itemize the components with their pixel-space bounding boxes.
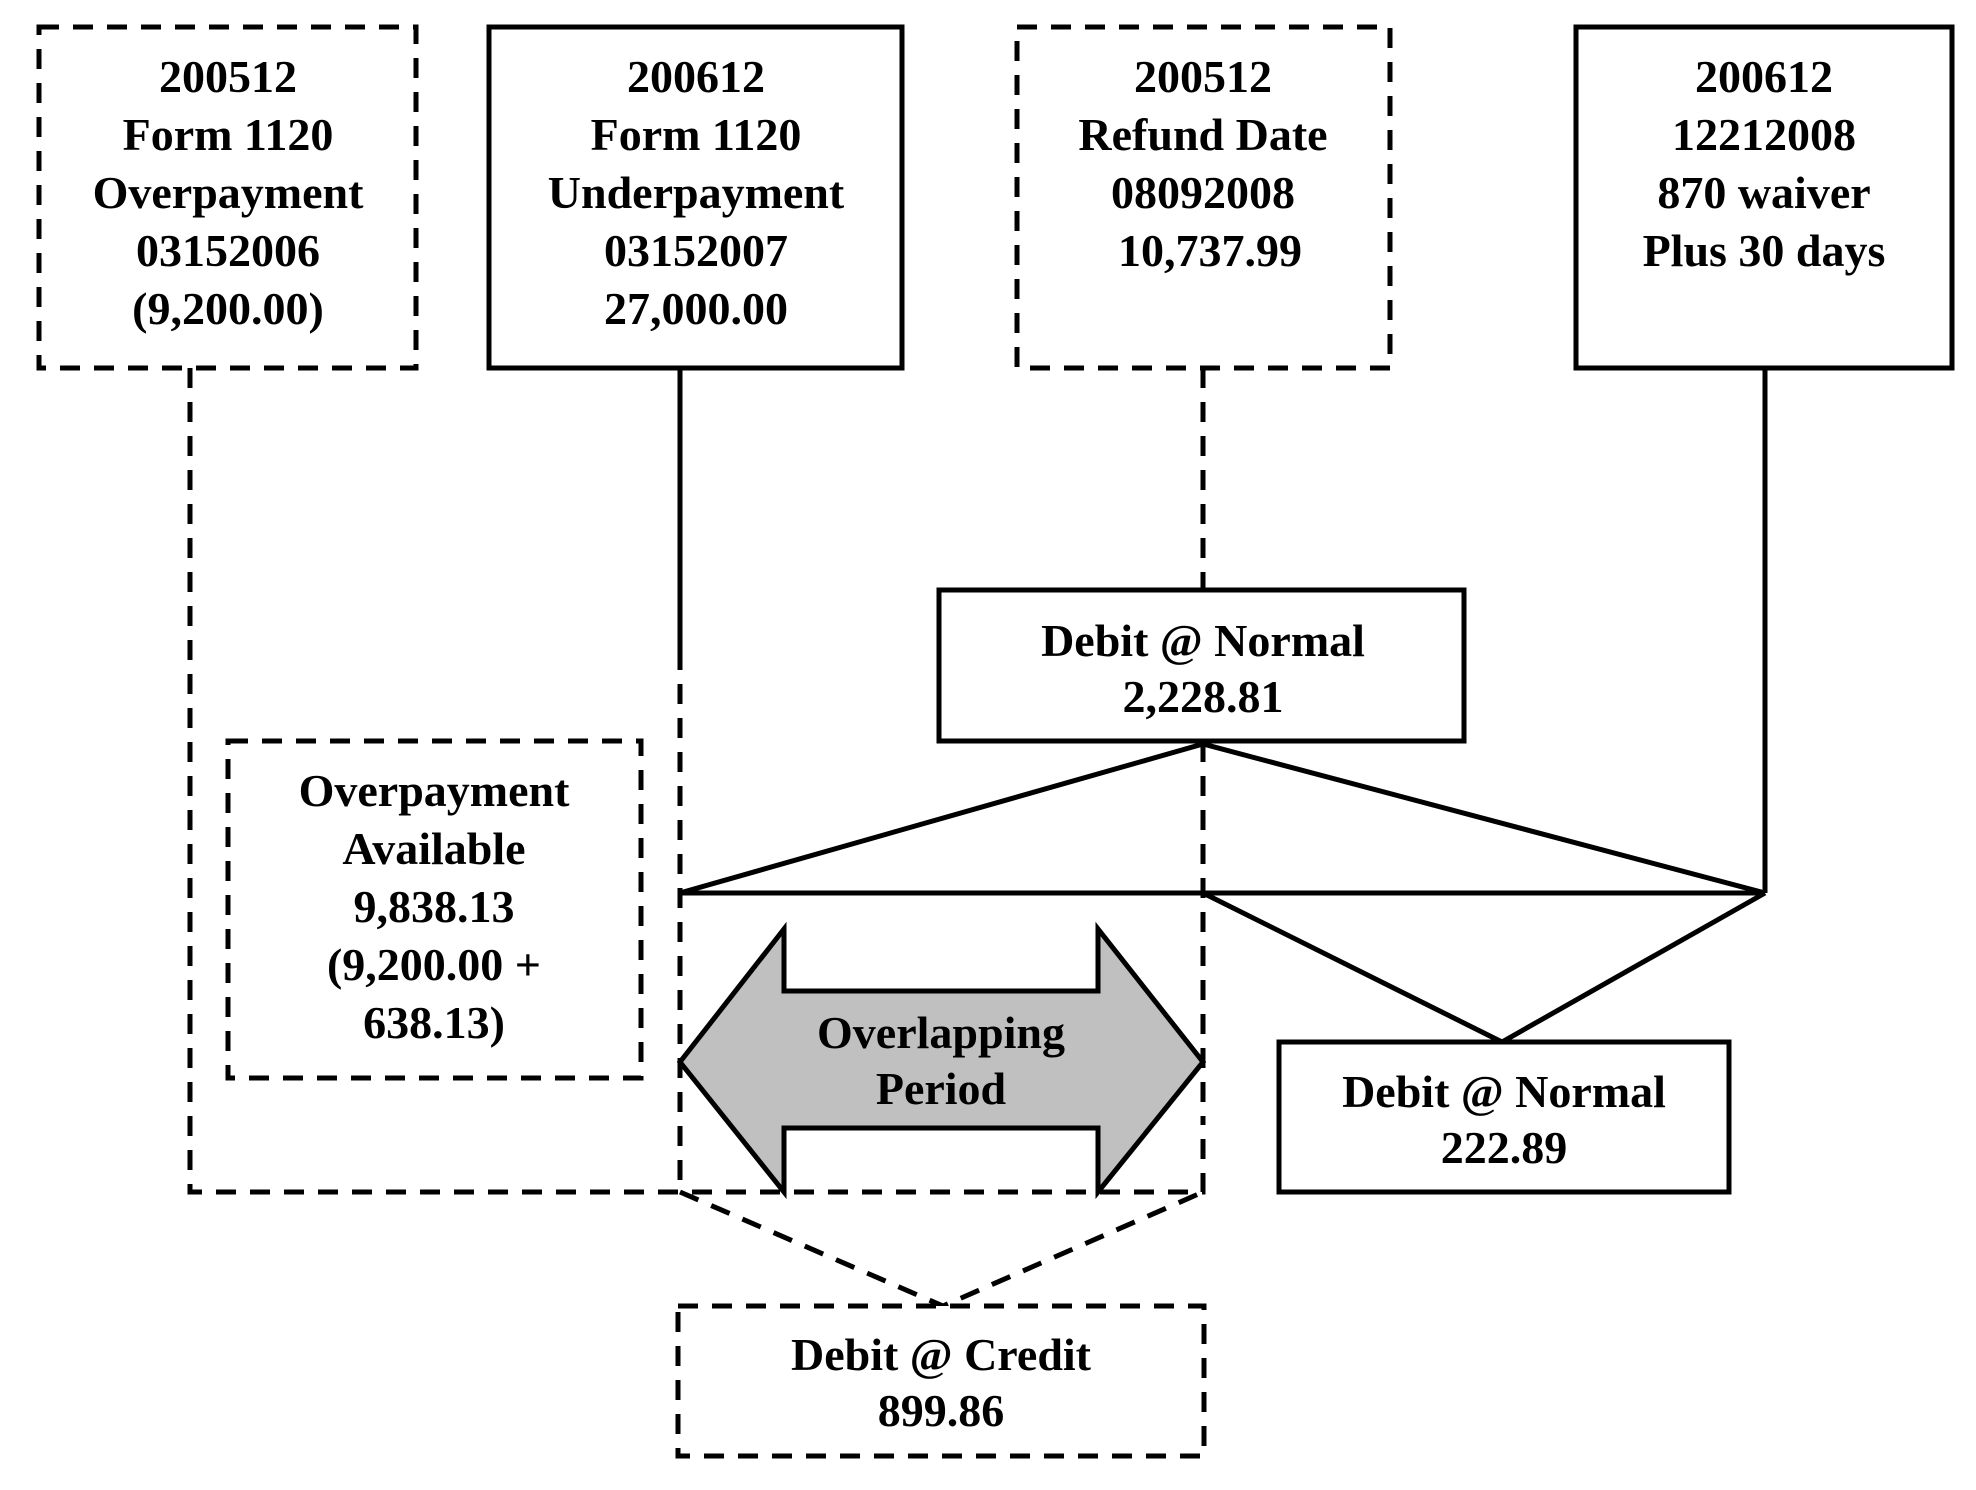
- overpayment-2005-box: 200512 Form 1120 Overpayment 03152006 (9…: [36, 24, 419, 371]
- box-line: Underpayment: [548, 167, 845, 218]
- overlapping-period-arrow: Overlapping Period: [676, 921, 1207, 1200]
- debit-normal-2-box: Debit @ Normal 222.89: [1276, 1039, 1732, 1195]
- box-line: (9,200.00 +: [327, 939, 541, 990]
- box-line: 200612: [627, 51, 765, 102]
- box-line: 200512: [1134, 51, 1272, 102]
- box-line: 200612: [1695, 51, 1833, 102]
- box-line: 03152006: [136, 225, 320, 276]
- arrow-label-line-1: Overlapping: [817, 1007, 1065, 1058]
- box-line: 200512: [159, 51, 297, 102]
- box-line: 638.13): [363, 997, 505, 1048]
- box-line: Available: [342, 823, 525, 874]
- box-line: (9,200.00): [132, 283, 324, 334]
- box-line: Plus 30 days: [1643, 225, 1886, 276]
- box-line: Debit @ Credit: [791, 1329, 1092, 1380]
- box-line: 2,228.81: [1123, 671, 1284, 722]
- box-line: Overpayment: [93, 167, 365, 218]
- debit-credit-bracket: [679, 1189, 1205, 1309]
- overpayment-period-connector: [187, 368, 1206, 1195]
- debit-normal-1-box: Debit @ Normal 2,228.81: [936, 587, 1467, 744]
- debit-normal-1-bracket: [679, 741, 1766, 896]
- waiver-2006-box: 200612 12212008 870 waiver Plus 30 days: [1573, 24, 1955, 371]
- box-line: 222.89: [1441, 1122, 1568, 1173]
- box-line: 899.86: [878, 1385, 1005, 1436]
- debit-normal-2-bracket: [1201, 890, 1767, 1045]
- connectors: [187, 368, 1768, 1309]
- box-line: 08092008: [1111, 167, 1295, 218]
- box-line: 27,000.00: [604, 283, 788, 334]
- box-line: 10,737.99: [1118, 225, 1302, 276]
- box-line: 03152007: [604, 225, 788, 276]
- box-line: Form 1120: [591, 109, 802, 160]
- debit-credit-box: Debit @ Credit 899.86: [675, 1303, 1207, 1459]
- arrow-label-line-2: Period: [876, 1063, 1007, 1114]
- box-line: Refund Date: [1078, 109, 1327, 160]
- box-line: Overpayment: [299, 765, 571, 816]
- double-arrow-icon: [676, 921, 1207, 1200]
- box-line: Form 1120: [123, 109, 334, 160]
- box-line: 870 waiver: [1657, 167, 1870, 218]
- box-line: Debit @ Normal: [1041, 615, 1365, 666]
- underpayment-2006-box: 200612 Form 1120 Underpayment 03152007 2…: [486, 24, 905, 371]
- box-line: 9,838.13: [354, 881, 515, 932]
- overpayment-available-box: Overpayment Available 9,838.13 (9,200.00…: [225, 738, 644, 1081]
- refund-2005-box: 200512 Refund Date 08092008 10,737.99: [1014, 24, 1393, 371]
- box-line: Debit @ Normal: [1342, 1066, 1666, 1117]
- box-line: 12212008: [1672, 109, 1856, 160]
